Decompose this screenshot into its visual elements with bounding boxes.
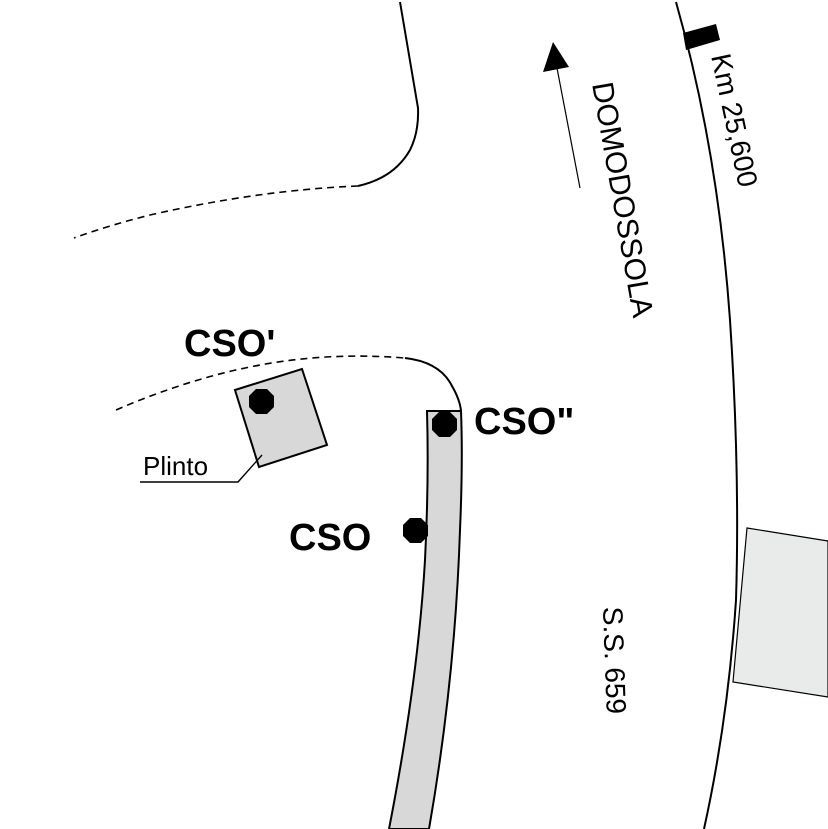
km-post-marker <box>683 24 720 50</box>
octagon-marker-icon-cso <box>403 518 428 543</box>
label-cso-prime: CSO' <box>184 323 275 365</box>
plinto-block <box>233 367 329 469</box>
direction-arrow-shaft <box>556 67 581 189</box>
strip-curve <box>404 357 462 412</box>
plinto-leader-line <box>140 454 263 483</box>
label-plinto: Plinto <box>143 451 208 481</box>
label-cso: CSO <box>289 517 371 559</box>
building <box>732 527 828 698</box>
gray-strip <box>387 410 463 829</box>
label-road: S.S. 659 <box>597 606 632 714</box>
label-km: Km 25,600 <box>705 51 763 190</box>
main-road-edge <box>675 1 739 829</box>
upper-dashed-edge <box>73 185 359 239</box>
arrow-up-icon <box>543 42 569 72</box>
octagon-marker-icon-cso-double-prime <box>432 412 457 437</box>
upper-road-edge <box>357 1 420 187</box>
lower-dashed-edge <box>115 355 406 411</box>
label-cso-double-prime: CSO" <box>474 401 574 443</box>
octagon-marker-icon-cso-prime <box>249 389 274 414</box>
label-domodossola: DOMODOSSOLA <box>585 79 659 319</box>
